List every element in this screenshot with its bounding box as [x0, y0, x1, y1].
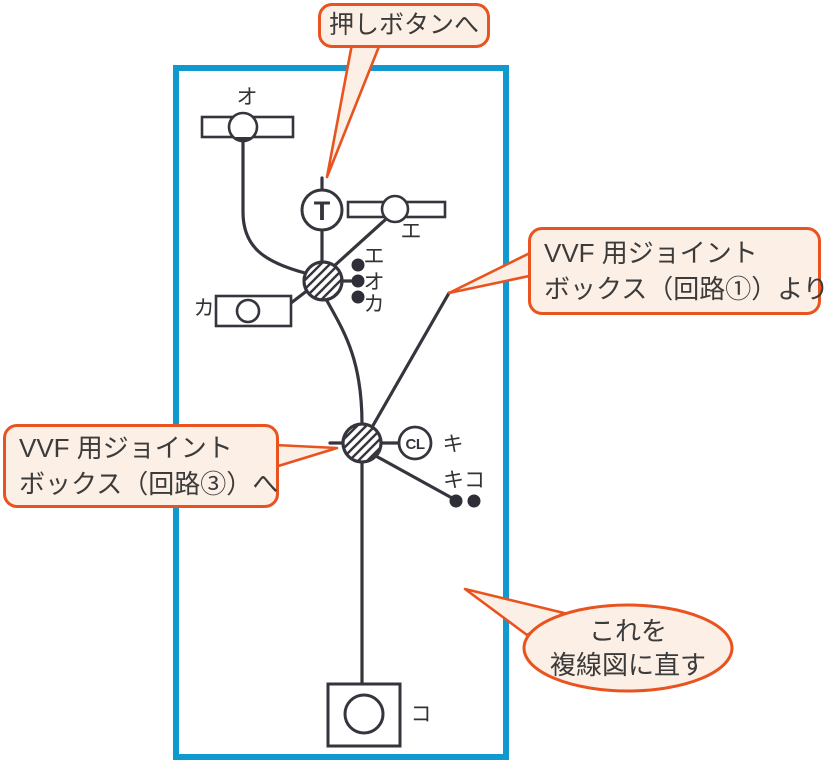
callout-pushbutton: 押しボタンへ: [318, 3, 490, 48]
wires: [241, 139, 454, 686]
junction-box-lower: [341, 422, 383, 464]
switch-ka-dot: [351, 290, 365, 304]
switch-ki-dot: [449, 494, 463, 508]
fluorescent-light-ka: [214, 294, 293, 328]
ceiling-light-symbol: CL: [397, 425, 433, 461]
callout-from-circuit1: VVF 用ジョイント ボックス（回路①）より: [528, 227, 826, 315]
switch-ko-dot: [467, 494, 481, 508]
label-lamp-ka: カ: [194, 297, 215, 320]
callout-to-circuit3-line1: VVF 用ジョイント: [19, 433, 233, 463]
callout-tails: [273, 42, 566, 637]
exhaust-fan-symbol: [326, 682, 402, 748]
callout-note-line1: これを: [588, 616, 667, 646]
note-callout-bubble: [522, 603, 734, 693]
callout-to-circuit3-line2: ボックス（回路③）へ: [19, 469, 279, 499]
wire-lamp-o: [241, 139, 307, 275]
label-switch-kiko: キコ: [443, 469, 485, 492]
callout-note: これを 複線図に直す: [526, 608, 730, 688]
callout-from-circuit1-line2: ボックス（回路①）より: [544, 274, 826, 304]
pushbutton-callout-tail: [325, 42, 382, 179]
label-ceiling-light: キ: [443, 433, 464, 456]
transformer-letter: T: [314, 196, 331, 226]
switch-pair-bottom: [449, 494, 481, 508]
wire-lamp-ka: [289, 288, 310, 305]
wire-lamp-e: [331, 218, 387, 269]
callout-note-line2: 複線図に直す: [549, 650, 706, 680]
label-fan: コ: [411, 703, 432, 726]
callout-from-circuit1-line1: VVF 用ジョイント: [544, 238, 758, 268]
label-lamp-o: オ: [237, 86, 258, 109]
wire-from-circuit1: [369, 291, 451, 431]
switch-o-dot: [351, 274, 365, 288]
junction-box-upper: [302, 260, 344, 302]
fluorescent-light-o: [200, 111, 295, 143]
label-switch-o: オ: [364, 271, 385, 294]
wire-junction-to-junction: [324, 297, 364, 426]
ceiling-light-letters: CL: [406, 436, 425, 453]
circuit3-callout-tail: [273, 443, 339, 469]
wire-switchpair: [372, 453, 454, 500]
switch-bank-top: [351, 258, 365, 304]
callout-pushbutton-text: 押しボタンへ: [328, 11, 479, 39]
circuit1-callout-tail: [447, 249, 536, 295]
callout-to-circuit3: VVF 用ジョイント ボックス（回路③）へ: [3, 424, 279, 508]
label-switch-e: エ: [364, 245, 385, 268]
label-lamp-e: エ: [401, 220, 422, 243]
switch-e-dot: [351, 258, 365, 272]
transformer-symbol: T: [300, 188, 344, 232]
diagram-frame: [173, 65, 509, 760]
label-switch-ka: カ: [364, 293, 385, 316]
fluorescent-light-e: [346, 194, 447, 224]
